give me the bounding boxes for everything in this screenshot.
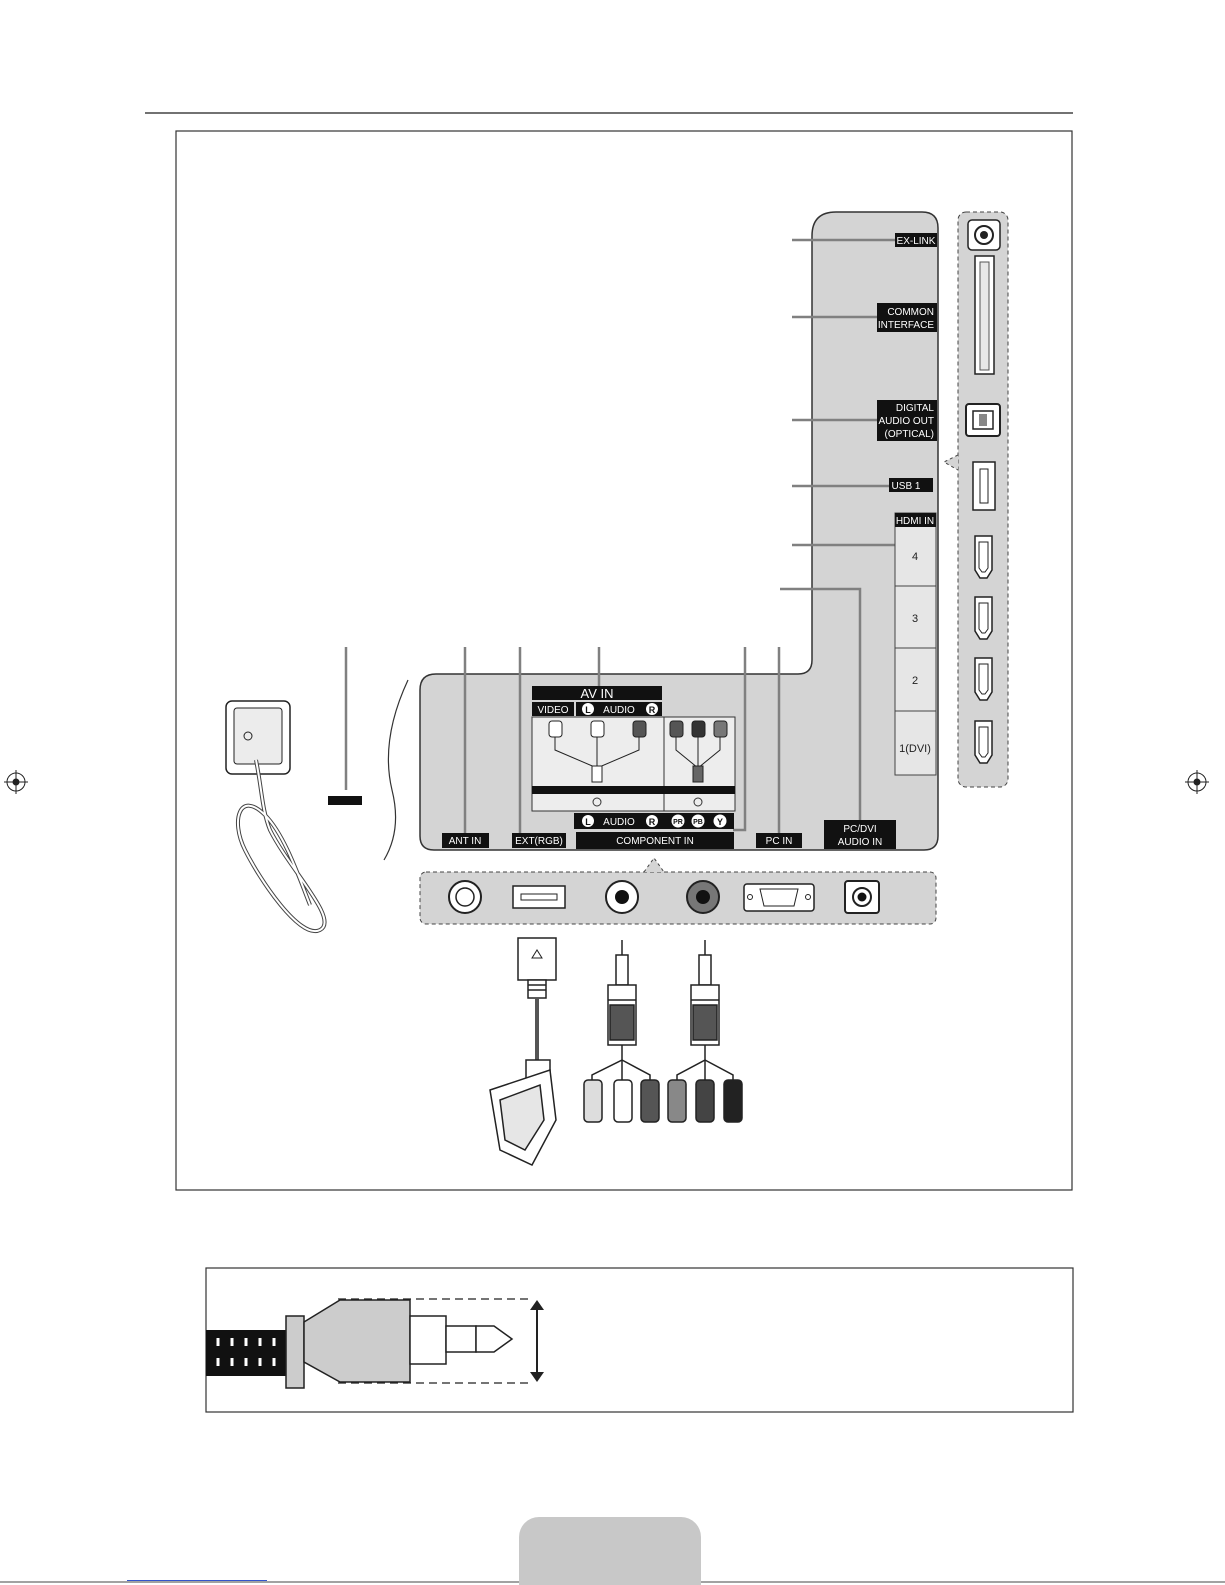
- svg-text:R: R: [649, 705, 656, 715]
- plug-dimension-icon: [206, 1299, 544, 1388]
- svg-text:VIDEO: VIDEO: [537, 705, 568, 716]
- power-cord-icon: [226, 701, 325, 931]
- hdmi-port-number: 3: [912, 613, 918, 625]
- hdmi-port-3-icon: [975, 597, 992, 639]
- optical-port-icon: [966, 404, 1000, 436]
- component-audio-jack-icon: [687, 881, 719, 913]
- svg-text:AV IN: AV IN: [581, 686, 614, 701]
- scart-cable-icon: [490, 938, 556, 1165]
- pc-dvi-audio-in-label: PC/DVI AUDIO IN: [824, 820, 896, 849]
- svg-text:Y: Y: [717, 817, 723, 827]
- component-video-label: PR PB Y: [664, 813, 734, 829]
- svg-text:DIGITAL: DIGITAL: [896, 403, 935, 414]
- svg-text:USB 1: USB 1: [892, 481, 921, 492]
- footer-link-underline[interactable]: [127, 1580, 267, 1581]
- hdmi-in-column: HDMI IN 4 3 2 1(DVI): [895, 513, 936, 775]
- hdmi-port-4-icon: [975, 536, 992, 578]
- hdmi-port-1-icon: [975, 721, 992, 763]
- ext-rgb-label: EXT(RGB): [512, 833, 566, 848]
- hdmi-port-number: 2: [912, 675, 918, 687]
- svg-text:R: R: [649, 817, 656, 827]
- antenna-port-icon: [449, 881, 481, 913]
- usb-port-icon: [973, 462, 995, 510]
- svg-text:PR: PR: [673, 819, 683, 826]
- tv-edge-curve: [384, 680, 408, 860]
- scart-port-icon: [513, 886, 565, 908]
- hdmi-port-2-icon: [975, 658, 992, 700]
- crosshair-mark-icon: [1185, 770, 1209, 794]
- rca-cable-icon: [668, 940, 742, 1122]
- svg-text:AUDIO IN: AUDIO IN: [838, 837, 882, 848]
- svg-text:(OPTICAL): (OPTICAL): [885, 429, 934, 440]
- ex-link-label: EX-LINK: [895, 233, 937, 247]
- digital-audio-out-label: DIGITAL AUDIO OUT (OPTICAL): [877, 400, 937, 441]
- svg-text:L: L: [585, 705, 591, 715]
- svg-text:L: L: [585, 817, 591, 827]
- hdmi-port-number: 1(DVI): [899, 743, 931, 755]
- svg-text:COMPONENT IN: COMPONENT IN: [616, 836, 694, 847]
- pc-audio-jack-icon: [845, 881, 879, 913]
- rca-cable-icon: [584, 940, 659, 1122]
- page-number-tab: [519, 1517, 701, 1585]
- svg-text:HDMI IN: HDMI IN: [896, 516, 934, 527]
- power-switch-mark: [328, 796, 362, 805]
- svg-text:PC IN: PC IN: [766, 836, 793, 847]
- component-in-label: COMPONENT IN: [576, 832, 734, 849]
- svg-text:EXT(RGB): EXT(RGB): [515, 836, 563, 847]
- svg-text:AUDIO: AUDIO: [603, 817, 635, 828]
- vga-port-icon: [744, 884, 814, 911]
- component-audio-label: L AUDIO R: [574, 813, 664, 829]
- svg-text:PB: PB: [693, 819, 703, 826]
- pc-in-label: PC IN: [756, 833, 802, 848]
- svg-text:COMMON: COMMON: [887, 307, 934, 318]
- svg-text:EX-LINK: EX-LINK: [897, 236, 936, 247]
- svg-text:PC/DVI: PC/DVI: [843, 824, 876, 835]
- hdmi-port-number: 4: [912, 551, 918, 563]
- headphone-jack-icon: [606, 881, 638, 913]
- svg-text:AUDIO: AUDIO: [603, 705, 635, 716]
- ant-in-label: ANT IN: [442, 833, 489, 848]
- svg-text:AUDIO OUT: AUDIO OUT: [878, 416, 934, 427]
- common-interface-label: COMMON INTERFACE: [877, 303, 937, 332]
- crosshair-mark-icon: [4, 770, 28, 794]
- bottom-strip-pointer: [644, 858, 664, 872]
- svg-text:ANT IN: ANT IN: [449, 836, 482, 847]
- common-interface-slot-icon: [975, 256, 994, 374]
- side-panel-pointer: [944, 455, 958, 470]
- usb-label: USB 1: [889, 478, 933, 492]
- ex-link-jack-icon: [968, 220, 1000, 250]
- svg-text:INTERFACE: INTERFACE: [878, 320, 934, 331]
